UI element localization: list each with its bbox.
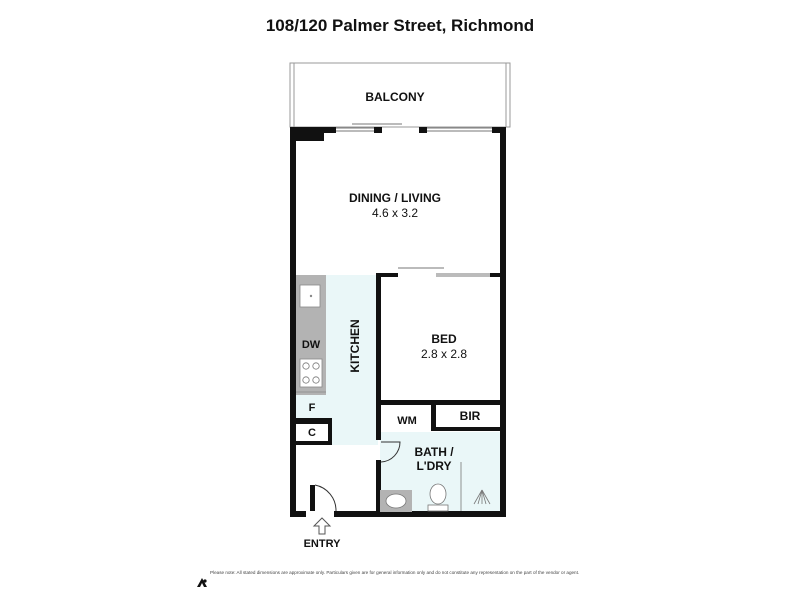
cupboard-label: C — [308, 427, 316, 439]
dw-label: DW — [302, 339, 321, 351]
dining-living-dims: 4.6 x 3.2 — [372, 206, 418, 220]
entry-label: ENTRY — [304, 538, 342, 550]
dining-living-label: DINING / LIVING — [349, 191, 441, 205]
entry-arrow-icon — [312, 517, 332, 535]
brand-logo-icon — [197, 578, 207, 587]
bedroom-sliding-door — [398, 267, 490, 277]
bath-door-swing — [380, 441, 401, 463]
fridge-cupboard — [296, 391, 332, 445]
disclaimer-text: Please note: All stated dimensions are a… — [210, 570, 580, 575]
balcony-sliding-door — [336, 123, 492, 132]
bed-label: BED — [431, 332, 457, 346]
outer-walls — [290, 127, 506, 517]
kitchen-bench — [296, 275, 326, 395]
bir-label: BIR — [460, 409, 481, 423]
internal-walls — [376, 400, 502, 512]
kitchen-label: KITCHEN — [348, 319, 362, 372]
fridge-label: F — [309, 402, 316, 414]
bedroom-walls — [376, 273, 502, 402]
bed-dims: 2.8 x 2.8 — [421, 347, 467, 361]
wm-label: WM — [397, 415, 417, 427]
balcony-label: BALCONY — [365, 90, 424, 104]
plan-title: 108/120 Palmer Street, Richmond — [265, 16, 535, 35]
entry-door — [310, 484, 337, 512]
bath-label-line2: L'DRY — [416, 459, 451, 473]
bath-fixtures — [380, 462, 491, 512]
bath-label-line1: BATH / — [414, 445, 454, 459]
balcony — [289, 62, 511, 128]
